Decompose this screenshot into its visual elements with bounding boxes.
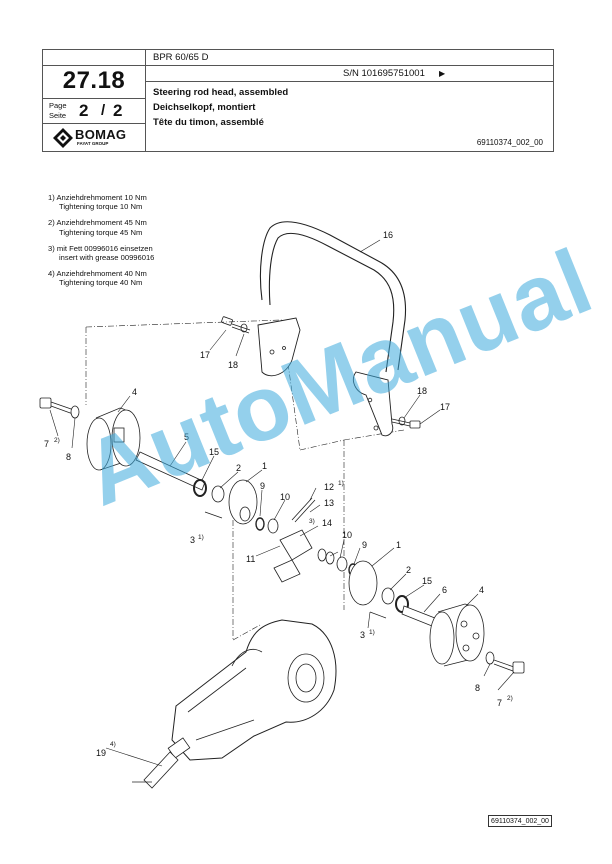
callout-17: 17 (440, 402, 450, 412)
callout-7-note: 2) (54, 437, 60, 444)
callout-7: 7 (497, 698, 502, 708)
callout-9: 9 (362, 540, 367, 550)
callout-10: 10 (280, 492, 290, 502)
header-divider (145, 81, 553, 82)
arrow-right-icon: ▶ (439, 69, 446, 78)
title-german: Deichselkopf, montiert (153, 102, 256, 113)
header-divider (43, 98, 145, 99)
note-english: Tightening torque 10 Nm (59, 202, 143, 212)
serial-number: S/N 101695751001 (343, 68, 425, 79)
note-german: 3) mit Fett 00996016 einsetzen (48, 243, 153, 253)
note-german: 4) Anziehdrehmoment 40 Nm (48, 269, 147, 279)
page-label-en: Page (49, 101, 67, 110)
callout-3: 3 (360, 630, 365, 640)
callout-3: 3 (190, 535, 195, 545)
callout-16: 16 (383, 230, 393, 240)
callout-19: 19 (96, 748, 106, 758)
callout-14: 14 (322, 518, 332, 528)
callout-1: 1 (396, 540, 401, 550)
document-number: 69110374_002_00 (476, 138, 543, 147)
callout-9: 9 (260, 481, 265, 491)
note-english: Tightening torque 40 Nm (59, 278, 143, 288)
note-item: 1) Anziehdrehmoment 10 Nm Tightening tor… (48, 193, 154, 211)
note-german: 2) Anziehdrehmoment 45 Nm (48, 218, 147, 228)
callout-8: 8 (475, 683, 480, 693)
callout-10: 10 (342, 530, 352, 540)
callout-18: 18 (417, 386, 427, 396)
callout-note-3: 3) (309, 518, 315, 525)
callout-7-note: 2) (507, 695, 513, 702)
note-english: Tightening torque 45 Nm (59, 227, 143, 237)
header-block: BPR 60/65 D S/N 101695751001 ▶ 27.18 Pag… (42, 49, 554, 152)
note-item: 2) Anziehdrehmoment 45 Nm Tightening tor… (48, 218, 154, 236)
note-item: 4) Anziehdrehmoment 40 Nm Tightening tor… (48, 269, 154, 287)
callout-12-note: 1) (338, 480, 344, 487)
callout-17: 17 (200, 350, 210, 360)
header-divider (145, 50, 146, 151)
callout-2: 2 (406, 565, 411, 575)
callout-11: 11 (246, 554, 255, 564)
callout-3-note: 1) (198, 534, 204, 541)
callout-4: 4 (479, 585, 484, 595)
callout-15: 15 (209, 447, 219, 457)
brand-name: BOMAG (75, 127, 127, 142)
callout-3-note: 1) (369, 629, 375, 636)
callout-19-note: 4) (110, 741, 116, 748)
brand-logo: BOMAG FAYAT GROUP (53, 127, 139, 149)
callout-1: 1 (262, 461, 267, 471)
title-french: Tête du timon, assemblé (153, 117, 264, 128)
footer-reference: 69110374_002_00 (488, 815, 552, 827)
brand-subtitle: FAYAT GROUP (77, 141, 109, 146)
header-divider (43, 123, 145, 124)
note-english: insert with grease 00996016 (59, 253, 155, 263)
title-english: Steering rod head, assembled (153, 87, 289, 98)
bomag-diamond-icon (53, 128, 73, 148)
note-item: 3) mit Fett 00996016 einsetzen insert wi… (48, 244, 154, 262)
page-total: 2 (113, 101, 123, 120)
page-number: 2 (79, 101, 89, 120)
callout-6: 6 (442, 585, 447, 595)
page-label-de: Seite (49, 111, 67, 120)
header-divider (43, 65, 553, 66)
page-separator: / (101, 102, 106, 119)
callout-15: 15 (422, 576, 432, 586)
note-german: 1) Anziehdrehmoment 10 Nm (48, 193, 147, 202)
callout-8: 8 (66, 452, 71, 462)
callout-18: 18 (228, 360, 238, 370)
torque-notes: 1) Anziehdrehmoment 10 Nm Tightening tor… (48, 193, 154, 295)
callout-2: 2 (236, 463, 241, 473)
callout-7: 7 (44, 439, 49, 449)
callout-5: 5 (184, 432, 189, 442)
model-name: BPR 60/65 D (153, 52, 209, 63)
callout-13: 13 (324, 498, 334, 508)
callout-12: 12 (324, 482, 334, 492)
callout-4: 4 (132, 387, 137, 397)
section-number: 27.18 (62, 67, 126, 94)
